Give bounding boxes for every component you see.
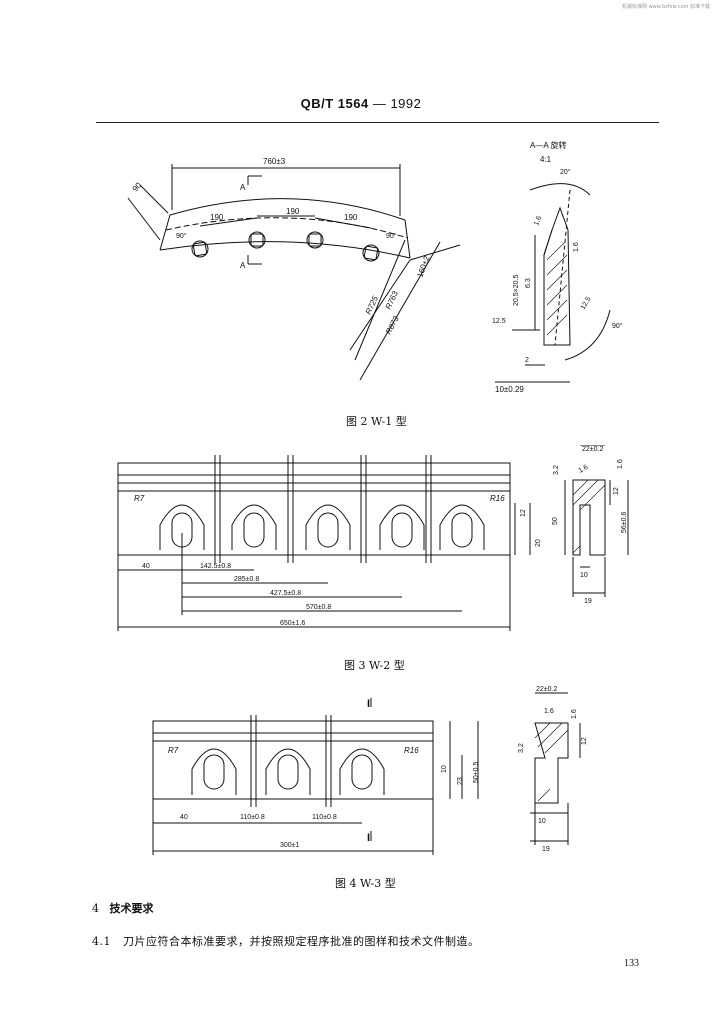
section-dim-19: 19 — [584, 598, 592, 605]
dim-p2: 285±0.8 — [234, 576, 259, 583]
section-rough-3: 3.2 — [518, 743, 525, 753]
section-angle-top: 20° — [560, 168, 571, 176]
section-dim-12: 12 — [613, 487, 620, 495]
roughness-d: 12.5 — [580, 296, 593, 311]
dim-50: 50±0.5 — [473, 762, 480, 783]
figure-3-drawing: R7 R16 12 20 50 56±0.6 40 142.5±0.8 285±… — [117, 445, 629, 631]
dim-56: 56±0.6 — [621, 512, 628, 533]
dim-r16: R16 — [404, 746, 419, 755]
dim-r7: R7 — [134, 494, 145, 503]
section-mark-top: A — [240, 183, 246, 192]
dim-10: 10 — [441, 765, 448, 773]
angle-left: 90° — [176, 232, 187, 240]
marker-top: I — [367, 698, 370, 710]
standard-code: QB/T 1564 — [300, 96, 369, 111]
dim-slot: 20.5×20.5 — [513, 275, 520, 306]
dim-40: 40 — [180, 814, 188, 821]
dim-2: 2 — [525, 357, 529, 364]
roughness-a: 1.6 — [533, 215, 543, 227]
section-rough-1: 1.6 — [544, 708, 554, 715]
section-dim-10: 10 — [580, 572, 588, 579]
dim-r7: R7 — [168, 746, 179, 755]
dim-r763: R763 — [384, 289, 400, 311]
dim-p3: 427.5±0.8 — [270, 590, 301, 597]
roughness-c: 12.5 — [492, 318, 506, 325]
dim-p1: 110±0.8 — [240, 814, 265, 821]
section-rough-2: 1.6 — [578, 464, 590, 475]
dim-r16: R16 — [490, 494, 505, 503]
section-scale: 4:1 — [540, 155, 552, 164]
section-dim-10: 10 — [538, 818, 546, 825]
dim-p1: 142.5±0.8 — [200, 563, 231, 570]
dim-overall: 760±3 — [263, 157, 286, 166]
dim-spacing-3: 190 — [344, 213, 358, 222]
dim-left-end: 90 — [131, 180, 144, 193]
section-4-heading: 4 技术要求 — [92, 900, 154, 916]
section-dim-12: 12 — [581, 737, 588, 745]
dim-20: 20 — [535, 539, 542, 547]
watermark: 机械标准网 www.bzfxw.com 标准下载 — [622, 4, 710, 10]
section-number: 4 — [92, 902, 99, 915]
dim-12: 12 — [520, 509, 527, 517]
section-rough-1: 3.2 — [553, 465, 560, 475]
figure-2-caption: 图 2 W-1 型 — [346, 415, 407, 428]
section-rough-2: 1.6 — [571, 709, 578, 719]
section-dim-19: 19 — [542, 846, 550, 853]
dim-r873: R873 — [384, 314, 401, 336]
dim-total: 650±1.6 — [280, 620, 305, 627]
dim-50: 50 — [552, 517, 559, 525]
figure-4-caption: 图 4 W-3 型 — [335, 877, 396, 890]
clause-number: 4.1 — [92, 935, 111, 948]
section-title: A—A 旋转 — [530, 140, 566, 150]
section-top-dim: 22±0.2 — [582, 446, 603, 453]
header-dash: — — [372, 96, 387, 111]
dim-spacing-1: 190 — [210, 213, 224, 222]
figure-2-drawing: 760±3 90 190 190 190 90° 90° 160±2 R725 … — [127, 140, 623, 394]
section-top-dim: 22±0.2 — [536, 686, 557, 693]
dim-40: 40 — [142, 563, 150, 570]
section-title: 技术要求 — [109, 902, 154, 915]
section-mark-bottom: A — [240, 261, 246, 270]
header-rule — [96, 122, 659, 123]
clause-4-1: 4.1 刀片应符合本标准要求，并按照规定程序批准的图样和技术文件制造。 — [92, 933, 480, 949]
section-rough-3: 1.6 — [617, 459, 624, 469]
figure-3-caption: 图 3 W-2 型 — [344, 659, 405, 672]
page-header: QB/T 1564 — 1992 — [0, 96, 722, 111]
dim-p2: 110±0.8 — [312, 814, 337, 821]
dim-total: 300±1 — [280, 842, 300, 849]
section-angle-right: 90° — [612, 322, 623, 330]
page-number: 133 — [624, 958, 639, 969]
dim-23: 23 — [457, 777, 464, 785]
dim-small: 6.3 — [525, 278, 532, 288]
dim-thickness: 10±0.29 — [495, 385, 524, 394]
dim-spacing-2: 190 — [286, 207, 300, 216]
dim-p4: 570±0.8 — [306, 604, 331, 611]
marker-bottom: I — [367, 832, 370, 844]
roughness-b: 1.6 — [573, 242, 580, 252]
angle-right: 90° — [386, 232, 397, 240]
header-year: 1992 — [390, 96, 422, 111]
figure-4-drawing: I I R7 R16 10 23 50±0.5 40 110±0.8 110±0… — [152, 686, 588, 855]
clause-text: 刀片应符合本标准要求，并按照规定程序批准的图样和技术文件制造。 — [123, 935, 480, 948]
